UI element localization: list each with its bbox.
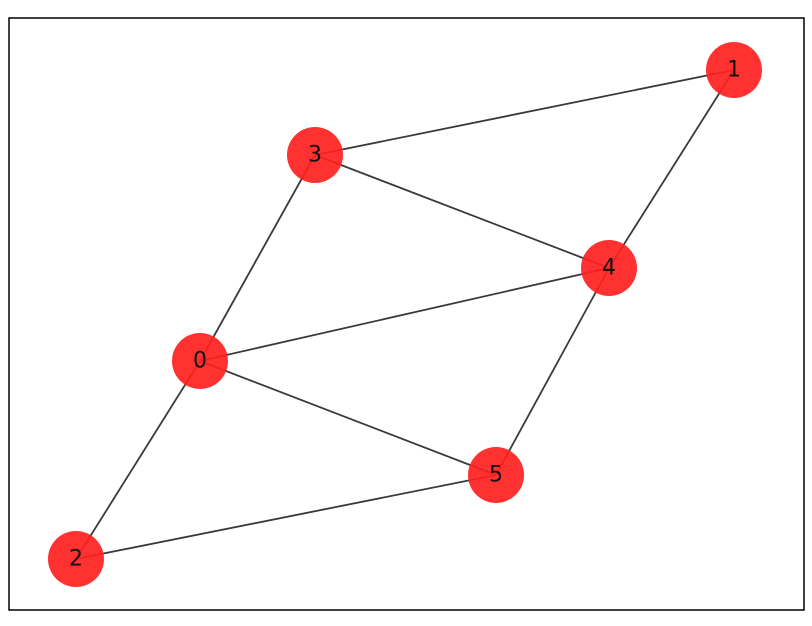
node-5: 5	[468, 447, 524, 503]
edge-3-4	[314, 154, 610, 269]
edge-1-4	[608, 69, 735, 269]
edge-4-5	[495, 267, 610, 476]
edge-0-3	[199, 154, 316, 362]
edge-0-2	[75, 360, 201, 560]
node-0: 0	[172, 333, 228, 389]
nodes-layer: 0 1 2 3 4 5	[48, 42, 762, 587]
node-circle-2	[48, 531, 104, 587]
edge-0-5	[199, 360, 497, 476]
node-label-2: 2	[69, 547, 83, 572]
node-circle-0	[172, 333, 228, 389]
node-circle-3	[287, 127, 343, 183]
edge-0-4	[199, 267, 610, 362]
node-3: 3	[287, 127, 343, 183]
node-label-5: 5	[489, 463, 503, 488]
node-circle-4	[581, 240, 637, 296]
edge-2-5	[75, 474, 497, 560]
node-circle-5	[468, 447, 524, 503]
node-2: 2	[48, 531, 104, 587]
node-label-3: 3	[308, 143, 322, 168]
node-label-1: 1	[727, 58, 741, 83]
node-label-4: 4	[602, 256, 616, 281]
edges-layer	[75, 69, 735, 560]
node-1: 1	[706, 42, 762, 98]
node-4: 4	[581, 240, 637, 296]
node-circle-1	[706, 42, 762, 98]
edge-1-3	[314, 69, 735, 156]
node-label-0: 0	[193, 349, 207, 374]
